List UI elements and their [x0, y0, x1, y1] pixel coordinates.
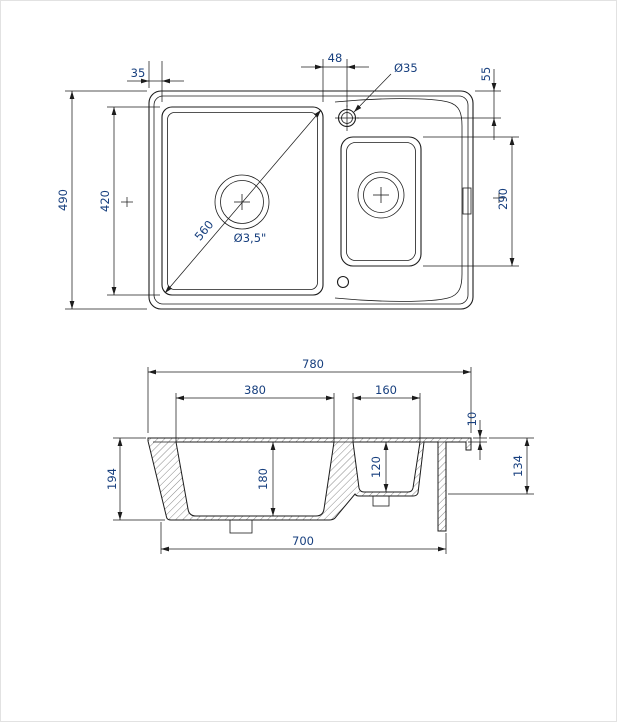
second-hole	[336, 275, 350, 289]
dim-tap-offset-y: 55	[357, 67, 501, 140]
dim-overall-depth: 490	[56, 90, 147, 310]
dim-main-bowl-width: 380	[175, 383, 335, 442]
dim-main-bowl-length: 420	[98, 106, 160, 296]
main-drain-stub	[229, 519, 253, 534]
small-bowl-inner	[346, 142, 416, 261]
dim-label-dia35: Ø35	[394, 61, 418, 75]
dim-overall-width: 780	[147, 357, 472, 433]
section-view: 780 380 160 10	[105, 357, 534, 554]
dim-label-120: 120	[369, 456, 383, 478]
drainer-contour	[334, 98, 463, 302]
dim-label-180: 180	[256, 468, 270, 490]
dim-small-bowl-length: 290	[423, 136, 519, 267]
dim-label-380: 380	[244, 383, 266, 397]
dim-label-48: 48	[328, 51, 343, 65]
dim-label-490: 490	[56, 189, 70, 211]
dim-main-bowl-diagonal: 560	[164, 109, 322, 294]
dim-tap-offset-x: 48	[301, 51, 369, 107]
small-bowl	[340, 136, 422, 267]
dim-small-bowl-height: 134	[448, 437, 534, 495]
overflow-notch	[462, 187, 472, 215]
sink-inner-edge	[153, 95, 469, 305]
dim-label-420: 420	[98, 190, 112, 212]
section-body	[147, 437, 472, 532]
dim-main-bowl-depth: 180	[256, 442, 276, 516]
dim-label-134: 134	[511, 455, 525, 477]
dim-label-700: 700	[292, 534, 314, 548]
dim-base-width: 700	[160, 522, 447, 554]
dim-label-160: 160	[375, 383, 397, 397]
center-ticks	[121, 193, 505, 207]
dim-rim-thickness: 10	[465, 412, 487, 460]
dim-small-bowl-width: 160	[352, 383, 421, 442]
dim-label-194: 194	[105, 468, 119, 490]
dim-tap-hole-diameter: Ø35	[353, 61, 418, 113]
main-bowl-outer	[161, 106, 324, 296]
small-drain-outer	[357, 171, 405, 219]
dim-label-35: 35	[131, 66, 146, 80]
dim-edge-offset: 35	[127, 61, 184, 102]
dim-label-780: 780	[302, 357, 324, 371]
dim-label-560: 560	[192, 218, 217, 244]
dim-label-drain-size: Ø3,5"	[234, 231, 267, 245]
sink-outline	[148, 90, 474, 310]
small-bowl-outer	[340, 136, 422, 267]
dim-label-10: 10	[465, 412, 479, 427]
small-drain-inner	[363, 177, 399, 213]
dim-overall-height: 194	[105, 437, 165, 521]
tap-hole	[335, 105, 359, 131]
dim-small-bowl-depth: 120	[369, 442, 389, 492]
small-drain-stub	[372, 495, 390, 507]
main-bowl-inner	[167, 112, 318, 290]
sink-outer-edge	[148, 90, 474, 310]
main-bowl	[161, 106, 324, 296]
dim-label-290: 290	[496, 188, 510, 210]
dim-label-55: 55	[479, 67, 493, 82]
top-view: 490 420 35 48	[56, 51, 519, 310]
